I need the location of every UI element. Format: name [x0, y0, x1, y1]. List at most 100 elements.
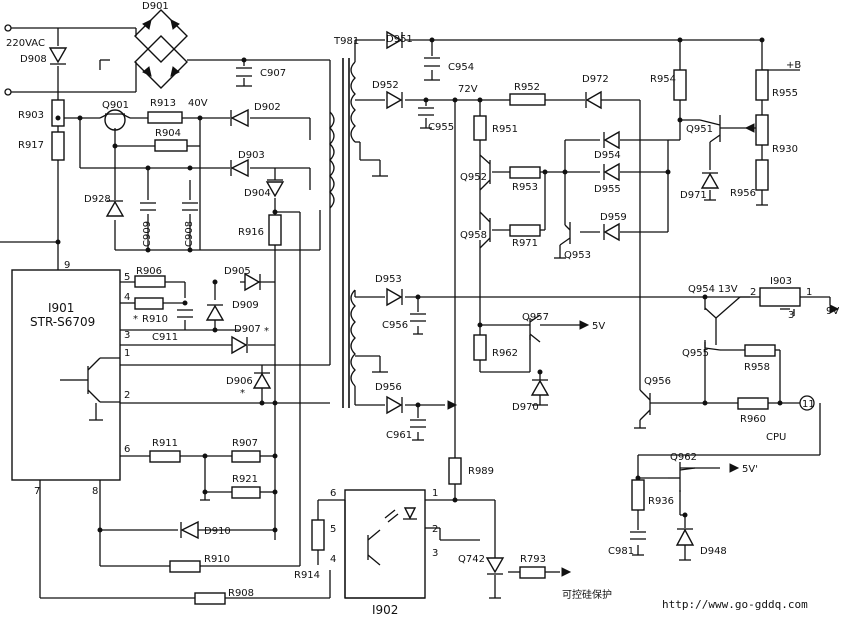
ref-d955: D955 — [594, 184, 621, 195]
opto-pin3: 3 — [432, 548, 438, 559]
ic-ref: I901 — [48, 301, 74, 315]
ref-r908: R908 — [228, 588, 254, 599]
ref-d972: D972 — [582, 74, 609, 85]
label-72v: 72V — [458, 84, 478, 95]
ref-r921: R921 — [232, 474, 258, 485]
opto-pin5: 5 — [330, 524, 336, 535]
ref-q954: Q954 — [688, 284, 715, 295]
label-13v: 13V — [718, 284, 738, 295]
pin-8: 8 — [92, 486, 98, 497]
ref-i903: I903 — [770, 276, 792, 287]
ref-d907: D907 — [234, 324, 261, 335]
node-11: 11 — [802, 399, 815, 410]
pin-3: 3 — [124, 330, 130, 341]
star-d907: * — [264, 326, 269, 337]
ref-c908: C908 — [184, 221, 195, 247]
ref-r910-upper: R910 — [142, 314, 168, 325]
ref-r954: R954 — [650, 74, 676, 85]
ref-d970: D970 — [512, 402, 539, 413]
ref-r913: R913 — [150, 98, 176, 109]
ref-c907: C907 — [260, 68, 286, 79]
bridge-rectifier-d901 — [134, 9, 188, 92]
ref-r989: R989 — [468, 466, 494, 477]
ref-r906: R906 — [136, 266, 162, 277]
ref-r956: R956 — [730, 188, 756, 199]
website-watermark: http://www.go-gddq.com — [662, 598, 808, 611]
ref-d956: D956 — [375, 382, 402, 393]
ref-r914: R914 — [294, 570, 320, 581]
pin-9: 9 — [64, 260, 70, 271]
pin-6: 6 — [124, 444, 130, 455]
ref-r904: R904 — [155, 128, 181, 139]
label-plus-b: +B — [786, 60, 801, 71]
label-220vac: 220VAC — [6, 38, 45, 49]
labels: 220VAC D908 D901 C907 R903 R917 Q901 R91… — [6, 1, 839, 617]
ref-r958: R958 — [744, 362, 770, 373]
ref-r911: R911 — [152, 438, 178, 449]
ref-c961-sec: C961 — [386, 430, 412, 441]
opto-pin4: 4 — [330, 554, 336, 565]
label-5v: 5V — [592, 321, 605, 332]
ref-d904: D904 — [244, 188, 271, 199]
opto-pin6: 6 — [330, 488, 336, 499]
label-9v: 9V — [826, 306, 839, 317]
i903-pin2: 2 — [750, 287, 756, 298]
ref-r960: R960 — [740, 414, 766, 425]
ref-r907: R907 — [232, 438, 258, 449]
primary-components — [11, 47, 325, 605]
primary-wiring — [0, 24, 425, 599]
ref-t981: T981 — [333, 36, 359, 47]
ref-c954: C954 — [448, 62, 474, 73]
ref-d902: D902 — [254, 102, 281, 113]
ref-d901: D901 — [142, 1, 169, 12]
ref-r951: R951 — [492, 124, 518, 135]
ref-q953: Q953 — [564, 250, 591, 261]
ref-r910-lower: R910 — [204, 554, 230, 565]
i903-pin3: 3 — [788, 310, 794, 321]
label-protection: 可控硅保护 — [562, 588, 612, 601]
ref-r952: R952 — [514, 82, 540, 93]
star-d906: * — [240, 388, 245, 399]
ref-d951: D951 — [386, 34, 413, 45]
ref-r917: R917 — [18, 140, 44, 151]
i903-pin1: 1 — [806, 287, 812, 298]
ref-q955: Q955 — [682, 348, 709, 359]
secondary-components — [89, 30, 840, 599]
ref-r930: R930 — [772, 144, 798, 155]
ref-c981: C981 — [608, 546, 634, 557]
ref-d953: D953 — [375, 274, 402, 285]
ref-q962: Q962 — [670, 452, 697, 463]
ref-c909: C909 — [142, 221, 153, 247]
pin-5: 5 — [124, 272, 130, 283]
transformer-t981 — [329, 39, 388, 408]
ref-q742: Q742 — [458, 554, 485, 565]
ref-c955: C955 — [428, 122, 454, 133]
ref-d910: D910 — [204, 526, 231, 537]
pin-2: 2 — [124, 390, 130, 401]
opto-pin2: 2 — [432, 524, 438, 535]
label-cpu: CPU — [766, 432, 786, 443]
ref-d952: D952 — [372, 80, 399, 91]
opto-ref: I902 — [372, 603, 398, 617]
pin-4: 4 — [124, 292, 130, 303]
ref-r916: R916 — [238, 227, 264, 238]
label-40v: 40V — [188, 98, 208, 109]
ref-d906: D906 — [226, 376, 253, 387]
junctions — [55, 37, 783, 533]
ref-d905: D905 — [224, 266, 251, 277]
ref-d948: D948 — [700, 546, 727, 557]
pin-7: 7 — [34, 486, 40, 497]
ref-q956: Q956 — [644, 376, 671, 387]
ref-r955: R955 — [772, 88, 798, 99]
star-r910: * — [133, 314, 138, 325]
ref-d928: D928 — [84, 194, 111, 205]
pin-1: 1 — [124, 348, 130, 359]
ref-d959: D959 — [600, 212, 627, 223]
ref-r962: R962 — [492, 348, 518, 359]
ref-q901: Q901 — [102, 100, 129, 111]
ref-r936: R936 — [648, 496, 674, 507]
ref-q952: Q952 — [460, 172, 487, 183]
ref-d954: D954 — [594, 150, 621, 161]
ref-r971: R971 — [512, 238, 538, 249]
